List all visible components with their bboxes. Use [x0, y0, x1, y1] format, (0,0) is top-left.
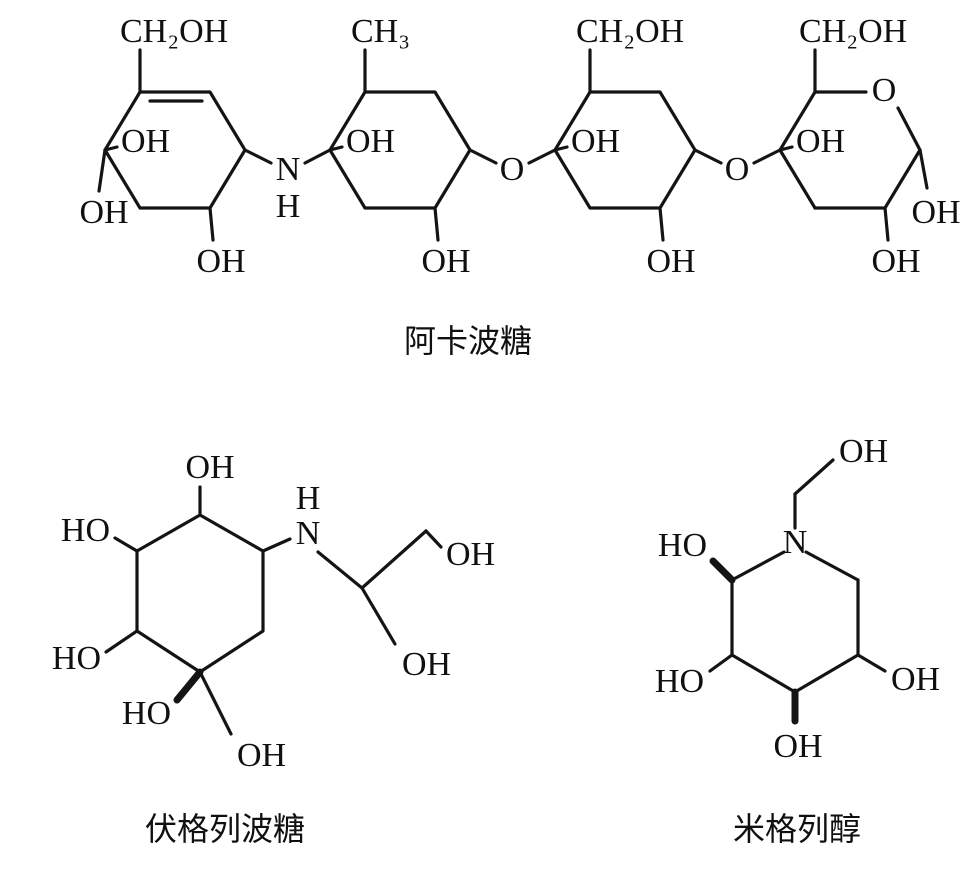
- bond: [793, 653, 860, 694]
- bond: [243, 148, 273, 165]
- bond: [883, 148, 922, 210]
- bond: [658, 206, 665, 242]
- label-ho: HO: [52, 640, 101, 677]
- acarbose-structure: CH₂OH OH OH OH N H CH₃ OH OH O: [79, 13, 960, 360]
- label-oh: OH: [402, 646, 451, 683]
- label-nh-hydrogen: H: [276, 188, 301, 225]
- label-oh: OH: [121, 123, 170, 160]
- label-oh: OH: [646, 243, 695, 280]
- bond: [804, 550, 860, 582]
- bond: [527, 148, 557, 165]
- label-oh: OH: [421, 243, 470, 280]
- bond: [693, 148, 723, 165]
- label-oh: OH: [446, 536, 495, 573]
- bond: [918, 148, 929, 190]
- label-oh: OH: [773, 728, 822, 765]
- label-oh: OH: [346, 123, 395, 160]
- bond: [360, 529, 428, 590]
- voglibose-structure: OH HO HO HO OH H N OH OH 伏格列波糖: [52, 449, 495, 848]
- bond: [752, 148, 782, 165]
- label-ring-oxygen: O: [872, 72, 897, 109]
- bond: [856, 653, 887, 673]
- bond: [896, 106, 922, 152]
- bond: [424, 529, 443, 549]
- label-ch2oh: CH₂OH: [120, 13, 228, 50]
- acarbose-caption: 阿卡波糖: [404, 322, 532, 360]
- voglibose-ring: [135, 513, 265, 674]
- bond: [883, 206, 890, 242]
- bond: [303, 148, 332, 165]
- label-ch2oh: CH₂OH: [799, 13, 907, 50]
- bond: [730, 550, 786, 582]
- bond: [553, 145, 569, 152]
- label-nitrogen: N: [783, 524, 808, 561]
- label-oh: OH: [871, 243, 920, 280]
- label-nitrogen: N: [296, 515, 321, 552]
- label-oh: OH: [891, 661, 940, 698]
- bond: [778, 148, 817, 210]
- wedge-bond: [709, 557, 736, 584]
- label-oh: OH: [237, 737, 286, 774]
- label-oh: OH: [796, 123, 845, 160]
- label-ho: HO: [61, 512, 110, 549]
- bond: [468, 148, 498, 165]
- label-ch3: CH₃: [351, 13, 410, 50]
- bond: [730, 653, 797, 694]
- label-ho: HO: [655, 663, 704, 700]
- bond: [778, 90, 817, 152]
- label-glycosidic-oxygen: O: [725, 151, 750, 188]
- miglitol-caption: 米格列醇: [733, 810, 861, 848]
- bond: [328, 145, 344, 152]
- label-ho: HO: [122, 695, 171, 732]
- bond: [316, 550, 364, 590]
- bond: [104, 629, 139, 654]
- bond: [360, 586, 397, 646]
- label-nitrogen: N: [276, 151, 301, 188]
- bond: [208, 206, 215, 242]
- bond: [261, 537, 292, 553]
- bond: [198, 670, 233, 736]
- label-ch2oh: CH₂OH: [576, 13, 684, 50]
- bond: [793, 458, 835, 496]
- bond: [433, 206, 440, 242]
- bond: [113, 536, 139, 553]
- label-nh-hydrogen: H: [296, 480, 321, 517]
- label-oh: OH: [571, 123, 620, 160]
- bond: [103, 145, 119, 152]
- bond: [778, 145, 794, 152]
- label-oh: OH: [79, 194, 128, 231]
- label-ho: HO: [658, 527, 707, 564]
- wedge-bond: [173, 668, 204, 704]
- label-oh: OH: [185, 449, 234, 486]
- bond: [97, 148, 107, 193]
- label-oh: OH: [196, 243, 245, 280]
- label-oh: OH: [911, 194, 960, 231]
- miglitol-structure: OH N HO HO OH OH 米格列醇: [655, 433, 940, 848]
- label-glycosidic-oxygen: O: [500, 151, 525, 188]
- voglibose-caption: 伏格列波糖: [145, 810, 305, 848]
- bond: [708, 653, 734, 673]
- label-oh: OH: [839, 433, 888, 470]
